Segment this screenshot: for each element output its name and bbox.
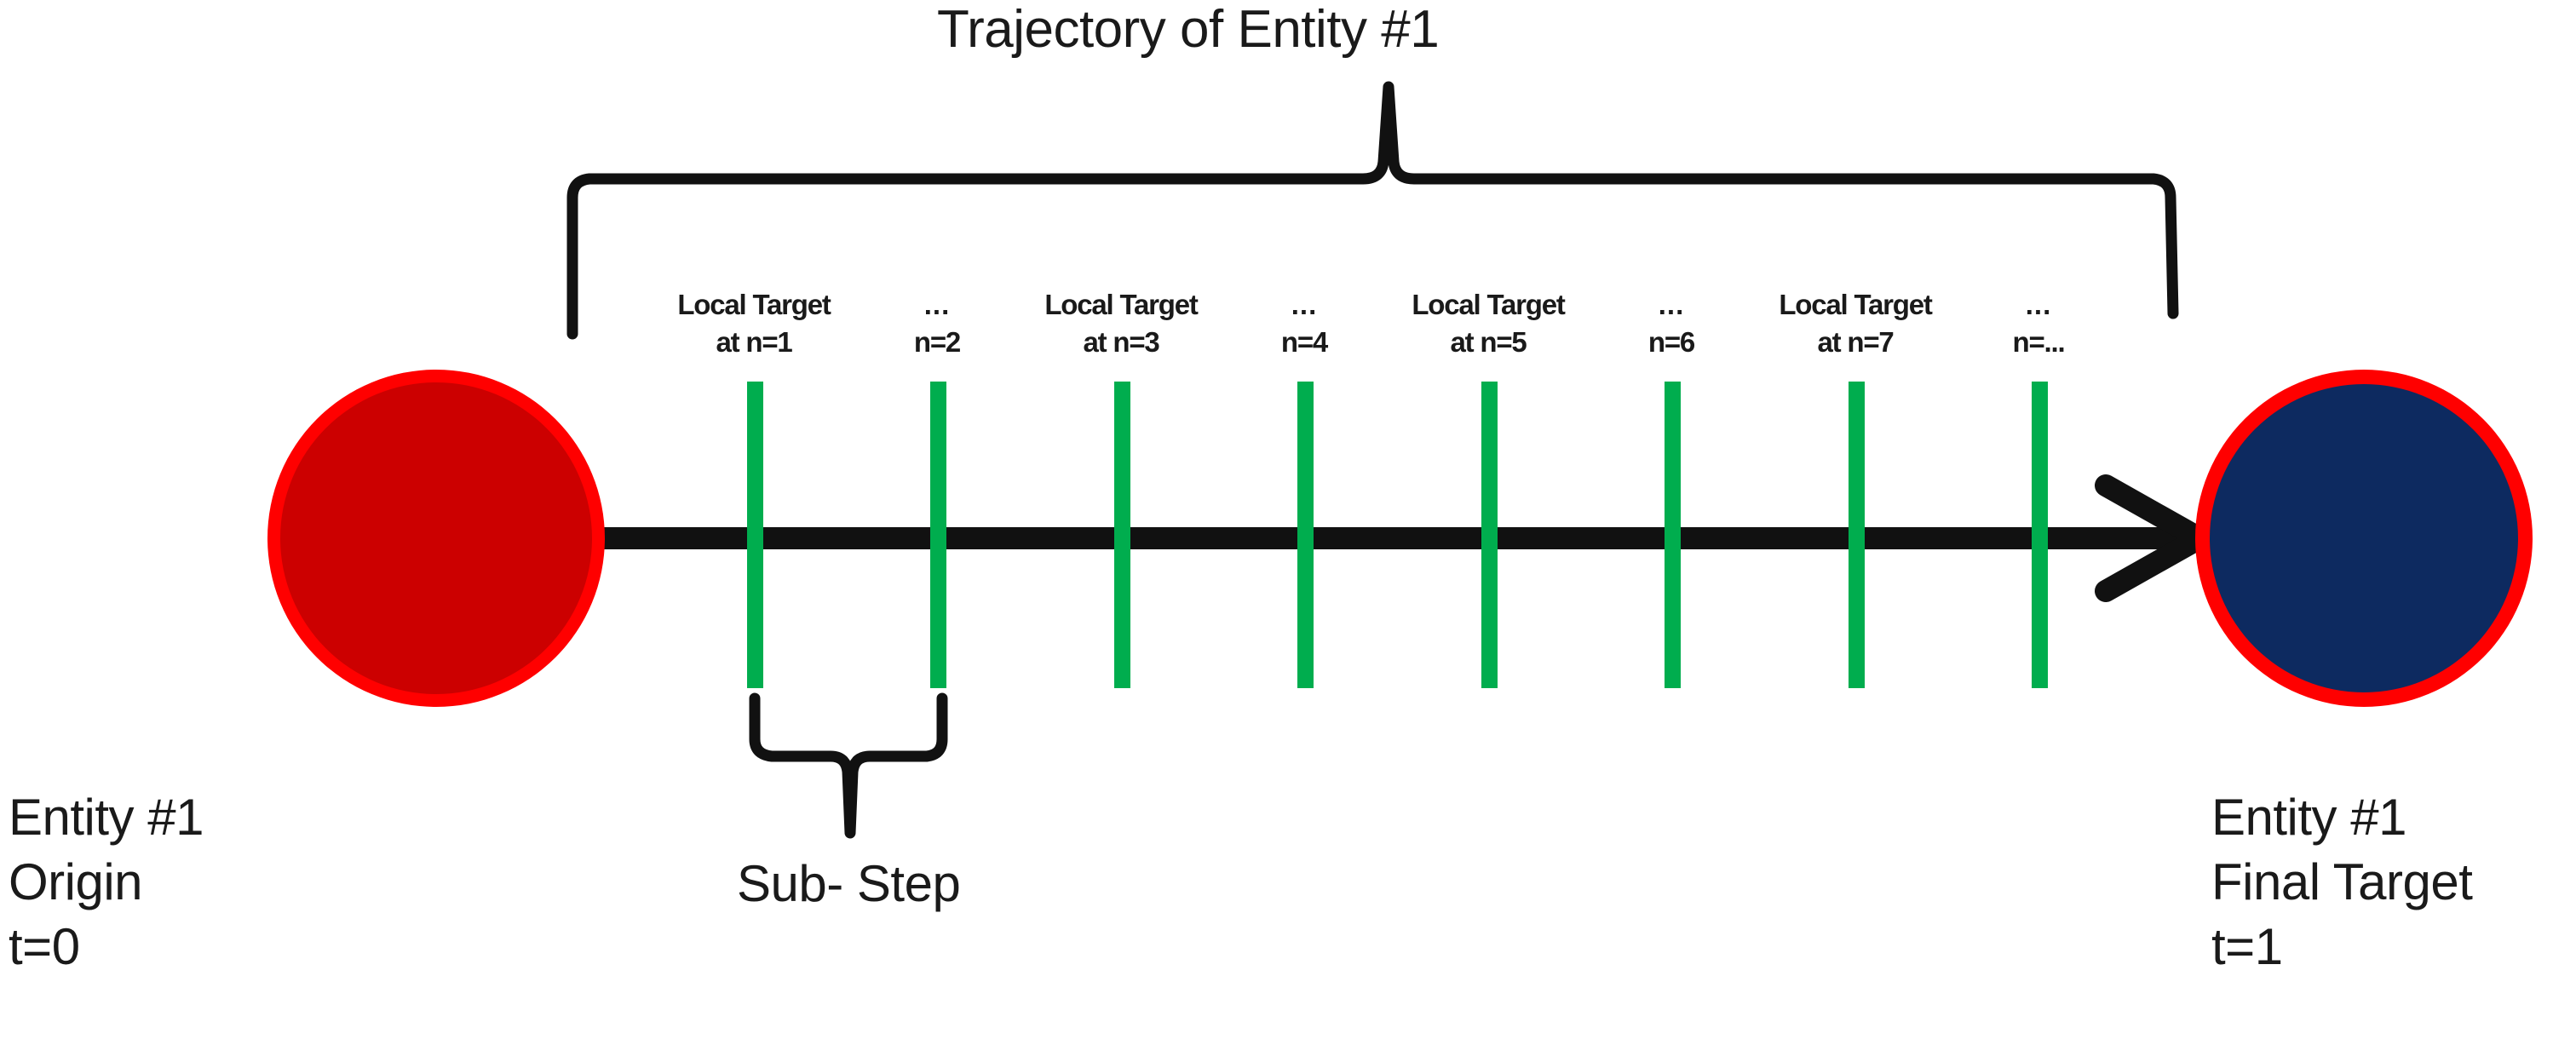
substep-brace [749, 692, 948, 839]
tick-label-n6: ... n=6 [1561, 286, 1782, 361]
final-target-entity-circle[interactable] [2195, 370, 2533, 707]
tick-label-line2: at n=3 [1083, 326, 1159, 358]
trajectory-brace [566, 81, 2179, 340]
final-target-caption: Entity #1 Final Target t=1 [2211, 785, 2473, 979]
tick-label-line1: ... [923, 289, 951, 320]
substep-tick-group [747, 382, 2048, 688]
diagram-title: Trajectory of Entity #1 [937, 0, 1440, 59]
final-target-caption-line1: Entity #1 [2211, 789, 2406, 846]
tick-label-n2: ... n=2 [826, 286, 1048, 361]
origin-caption-line1: Entity #1 [9, 789, 204, 846]
substep-tick[interactable] [1114, 382, 1130, 688]
tick-label-line1: ... [1658, 289, 1685, 320]
final-target-caption-line2: Final Target [2211, 853, 2473, 910]
substep-tick[interactable] [1665, 382, 1681, 688]
tick-label-n7: Local Target at n=7 [1745, 286, 1966, 361]
tick-label-line1: Local Target [677, 289, 831, 320]
substep-tick[interactable] [747, 382, 763, 688]
tick-label-line2: at n=1 [716, 326, 792, 358]
substep-tick[interactable] [930, 382, 946, 688]
tick-label-line2: n=2 [913, 326, 961, 358]
tick-label-line1: Local Target [1412, 289, 1566, 320]
tick-label-n5: Local Target at n=5 [1377, 286, 1599, 361]
tick-label-line2: n=... [2012, 326, 2066, 358]
tick-label-line2: at n=7 [1817, 326, 1894, 358]
tick-label-line2: n=6 [1647, 326, 1695, 358]
substep-tick[interactable] [1849, 382, 1865, 688]
tick-label-line2: n=4 [1280, 326, 1328, 358]
tick-label-line1: ... [2025, 289, 2052, 320]
substep-caption: Sub- Step [737, 855, 961, 912]
tick-label-n4: ... n=4 [1193, 286, 1415, 361]
tick-label-n3: Local Target at n=3 [1010, 286, 1232, 361]
final-target-caption-line3: t=1 [2211, 918, 2283, 975]
origin-caption-line2: Origin [9, 853, 143, 910]
origin-caption-line3: t=0 [9, 918, 80, 975]
tick-label-row: Local Target at n=1 ... n=2 Local Target… [0, 286, 2576, 380]
substep-tick[interactable] [1297, 382, 1314, 688]
tick-label-line1: Local Target [1044, 289, 1199, 320]
tick-label-line2: at n=5 [1450, 326, 1527, 358]
substep-tick[interactable] [2032, 382, 2048, 688]
origin-caption: Entity #1 Origin t=0 [9, 785, 204, 979]
substep-tick[interactable] [1481, 382, 1498, 688]
origin-entity-circle[interactable] [267, 370, 605, 707]
tick-label-line1: ... [1291, 289, 1318, 320]
tick-label-n8: ... n=... [1928, 286, 2149, 361]
tick-label-n1: Local Target at n=1 [643, 286, 865, 361]
tick-label-line1: Local Target [1779, 289, 1933, 320]
